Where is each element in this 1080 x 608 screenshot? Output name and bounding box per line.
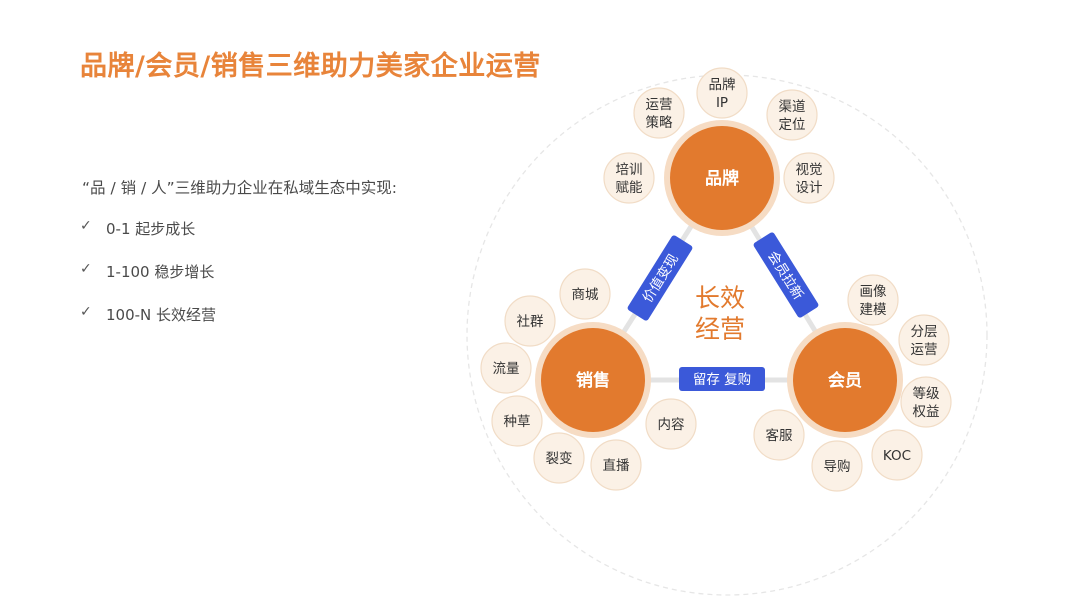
checklist-item-text: 1-100 稳步增长 [106, 263, 215, 281]
satellite-label: 商城 [572, 287, 600, 303]
satellite-circle [811, 440, 863, 492]
satellite-circle [645, 398, 697, 450]
satellite-label: 画像建模 [860, 284, 888, 318]
link-label-text: 留存 复购 [693, 371, 751, 388]
satellite-circle [847, 274, 899, 326]
satellite-circle [480, 342, 532, 394]
satellite-label: 客服 [766, 427, 794, 444]
satellite-circle [783, 152, 835, 204]
hub-sales: 销售 [535, 322, 651, 438]
hub-label: 品牌 [705, 168, 739, 189]
satellite-circle [504, 295, 556, 347]
satellite-label: 导购 [824, 459, 851, 475]
satellite-circle [633, 87, 685, 139]
satellite-bubble: 运营策略 [633, 87, 685, 139]
link-label-box [679, 367, 765, 391]
satellite-circle [871, 429, 923, 481]
satellite-bubble: 画像建模 [847, 274, 899, 326]
link-label-sales-member: 留存 复购 [679, 367, 765, 391]
satellite-label: 运营策略 [646, 97, 674, 131]
satellite-circle [696, 67, 748, 119]
satellite-label: 分层运营 [911, 324, 938, 358]
hub-circle [793, 328, 897, 432]
satellite-circle [590, 439, 642, 491]
satellite-bubble: KOC [871, 429, 923, 481]
satellite-label: KOC [883, 448, 911, 464]
satellite-bubble: 等级权益 [900, 376, 952, 428]
satellite-bubble: 内容 [645, 398, 697, 450]
hub-member: 会员 [787, 322, 903, 438]
page-title: 品牌/会员/销售三维助力美家企业运营 [80, 51, 541, 82]
satellite-bubble: 渠道定位 [766, 89, 818, 141]
hub-circle [670, 126, 774, 230]
satellite-circle [603, 152, 655, 204]
check-icon: ✓ [80, 304, 92, 320]
satellite-bubble: 直播 [590, 439, 642, 491]
satellite-label: 培训赋能 [616, 162, 643, 196]
satellite-bubble: 社群 [504, 295, 556, 347]
hub-label: 销售 [576, 370, 610, 391]
link-label-brand-sales: 价值变现 [627, 235, 693, 321]
satellite-circle [491, 395, 543, 447]
satellite-bubble: 裂变 [533, 432, 585, 484]
satellite-circle [898, 314, 950, 366]
satellite-circle [753, 409, 805, 461]
satellite-label: 社群 [517, 314, 545, 330]
intro-text: “品 / 销 / 人”三维助力企业在私域生态中实现: [82, 179, 397, 197]
satellite-bubble: 客服 [753, 409, 805, 461]
satellite-label: 流量 [493, 361, 520, 377]
checklist-item-text: 0-1 起步成长 [106, 220, 196, 238]
link-label-box [753, 232, 819, 318]
satellite-bubble: 种草 [491, 395, 543, 447]
checklist-item: ✓ 0-1 起步成长 [80, 218, 216, 261]
hub-circle [541, 328, 645, 432]
satellite-bubble: 流量 [480, 342, 532, 394]
satellite-bubble: 分层运营 [898, 314, 950, 366]
checklist-item: ✓ 1-100 稳步增长 [80, 261, 216, 304]
link-label-box [627, 235, 693, 321]
satellite-bubble: 导购 [811, 440, 863, 492]
check-icon: ✓ [80, 261, 92, 277]
link-label-brand-member: 会员拉新 [753, 232, 819, 318]
satellite-bubble: 培训赋能 [603, 152, 655, 204]
hub-label: 会员 [828, 370, 862, 391]
checklist: ✓ 0-1 起步成长 ✓ 1-100 稳步增长 ✓ 100-N 长效经营 [80, 218, 216, 347]
satellite-circle [559, 268, 611, 320]
satellite-circle [766, 89, 818, 141]
satellite-label: 渠道定位 [779, 99, 806, 133]
satellite-label: 等级权益 [913, 385, 941, 420]
center-label: 长效经营 [695, 284, 745, 344]
satellite-label: 内容 [658, 416, 685, 433]
checklist-item: ✓ 100-N 长效经营 [80, 304, 216, 347]
check-icon: ✓ [80, 218, 92, 234]
satellite-bubble: 视觉设计 [783, 152, 835, 204]
satellite-label: 种草 [504, 414, 531, 430]
checklist-item-text: 100-N 长效经营 [106, 306, 217, 324]
satellite-label: 视觉设计 [796, 162, 823, 196]
satellite-label: 裂变 [546, 451, 573, 467]
satellite-bubble: 商城 [559, 268, 611, 320]
hub-brand: 品牌 [664, 120, 780, 236]
satellite-label: 直播 [603, 458, 631, 474]
satellite-circle [533, 432, 585, 484]
satellite-circle [900, 376, 952, 428]
